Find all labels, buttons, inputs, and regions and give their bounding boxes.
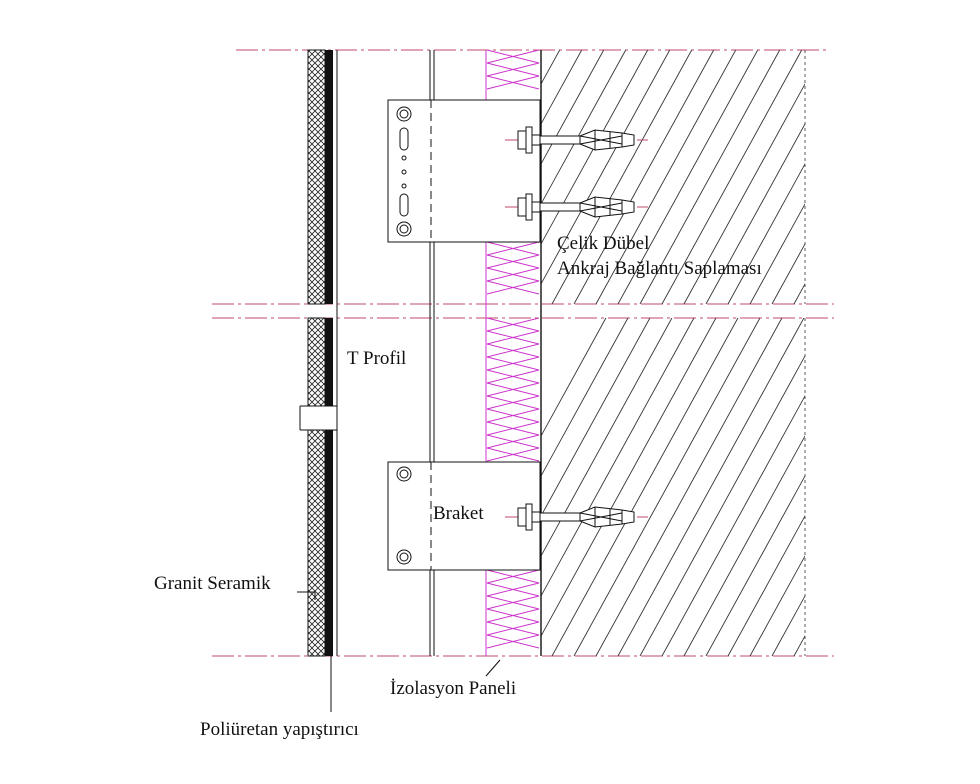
label-t-profil: T Profil (347, 348, 406, 369)
ceramic-panel-bottom (307, 429, 326, 657)
label-ankraj: Ankraj Bağlantı Saplaması (557, 258, 762, 279)
adhesive-mid (325, 318, 333, 406)
anchor-bolt-1 (505, 126, 648, 154)
label-celik-dubel: Çelik Dübel (557, 233, 649, 254)
leader-lines (297, 591, 501, 712)
anchor-bolts (505, 126, 648, 531)
adhesive-top (325, 50, 333, 304)
anchor-bolt-3 (505, 503, 648, 531)
ceramic-panel-top (307, 49, 326, 305)
concrete-wall (540, 50, 806, 656)
adhesive-bottom (325, 430, 333, 656)
label-granit-seramik: Granit Seramik (154, 573, 271, 594)
ceramic-panel-mid (307, 317, 326, 407)
label-poliuretan: Poliüretan yapıştırıcı (200, 719, 359, 740)
granite-ceramic-panels (299, 49, 337, 657)
label-braket: Braket (433, 503, 484, 524)
anchor-bolt-2 (505, 193, 648, 221)
label-izolasyon-paneli: İzolasyon Paneli (390, 678, 516, 699)
bracket-upper (387, 99, 541, 243)
